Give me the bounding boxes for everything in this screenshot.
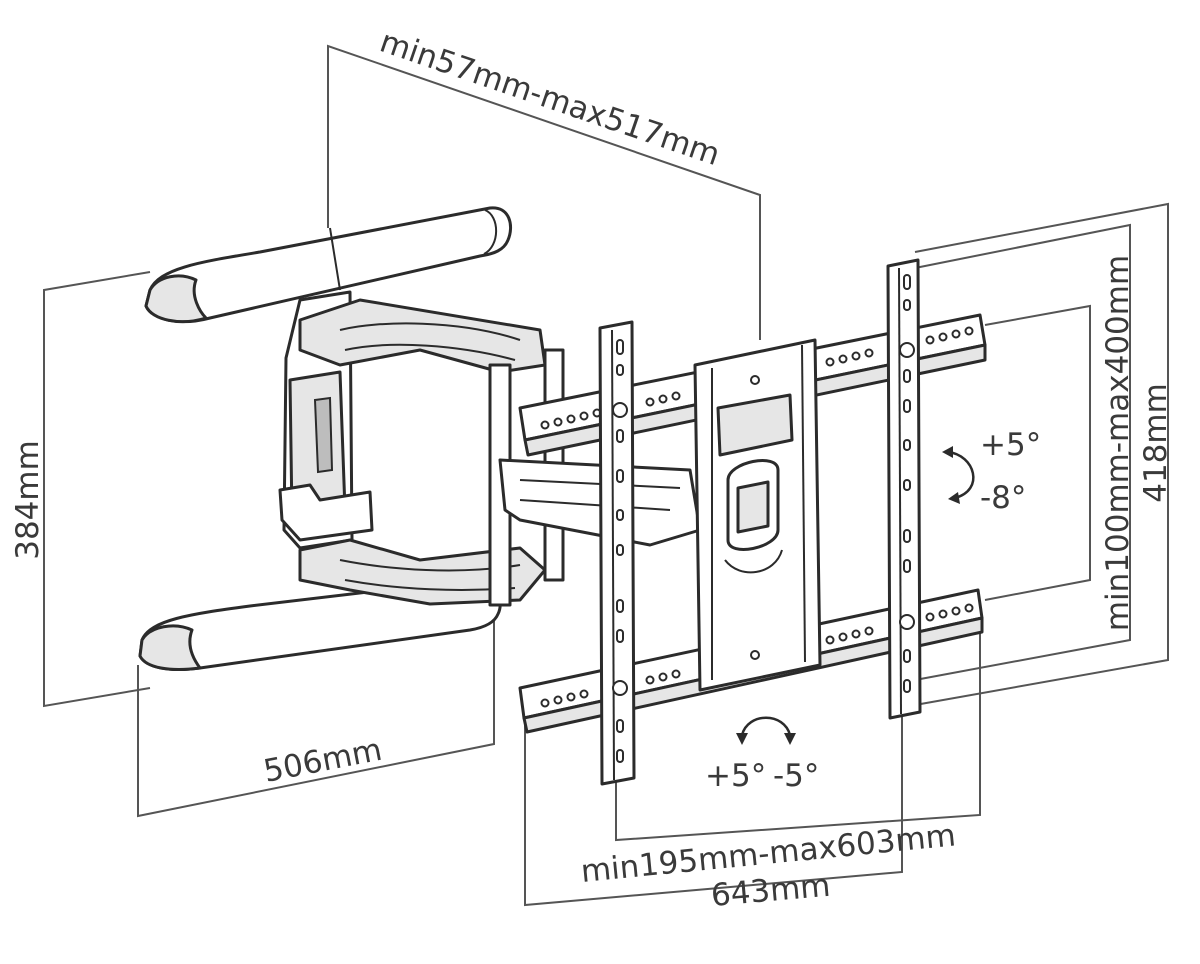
plate-height-dimension-line (914, 202, 1169, 706)
vesa-horizontal-dimension-line (615, 625, 981, 842)
lower-folding-arm (298, 538, 547, 606)
bottom-rail-holes (540, 603, 974, 708)
dimension-lines (43, 44, 1169, 907)
wall-width-dimension-line (137, 610, 495, 818)
wall-width-label: 506mm (261, 732, 385, 790)
upper-arm-end (144, 274, 208, 324)
height-dimension-line (43, 271, 151, 708)
top-rail-holes (540, 326, 974, 430)
lower-arm-end (138, 624, 202, 671)
left-bracket-slots (612, 339, 628, 763)
mount-block-window (716, 393, 794, 457)
plate-width-dimension-line (524, 705, 903, 907)
height-label: 384mm (10, 440, 46, 560)
depth-label: min57mm-max517mm (375, 24, 724, 174)
vesa-vertical-dimension-line (914, 223, 1131, 681)
right-bracket-slots (899, 274, 915, 693)
vesa-vertical-range-label: min100mm-max400mm (1100, 255, 1136, 631)
wall-bracket (138, 206, 702, 671)
wall-plate-slot (313, 396, 334, 474)
plate-height-label: 418mm (1138, 383, 1174, 503)
swivel-right-label: -5° (773, 758, 819, 794)
tv-plate (518, 258, 987, 786)
tilt-arrow-icon (942, 446, 975, 504)
swivel-left-label: +5° (705, 758, 766, 794)
tilt-down-label: -8° (980, 480, 1026, 516)
vesa-step-dimension-line (984, 304, 1091, 601)
tilt-up-label: +5° (980, 427, 1041, 463)
depth-dimension-line (327, 44, 761, 340)
swivel-arrow-icon (736, 716, 796, 745)
